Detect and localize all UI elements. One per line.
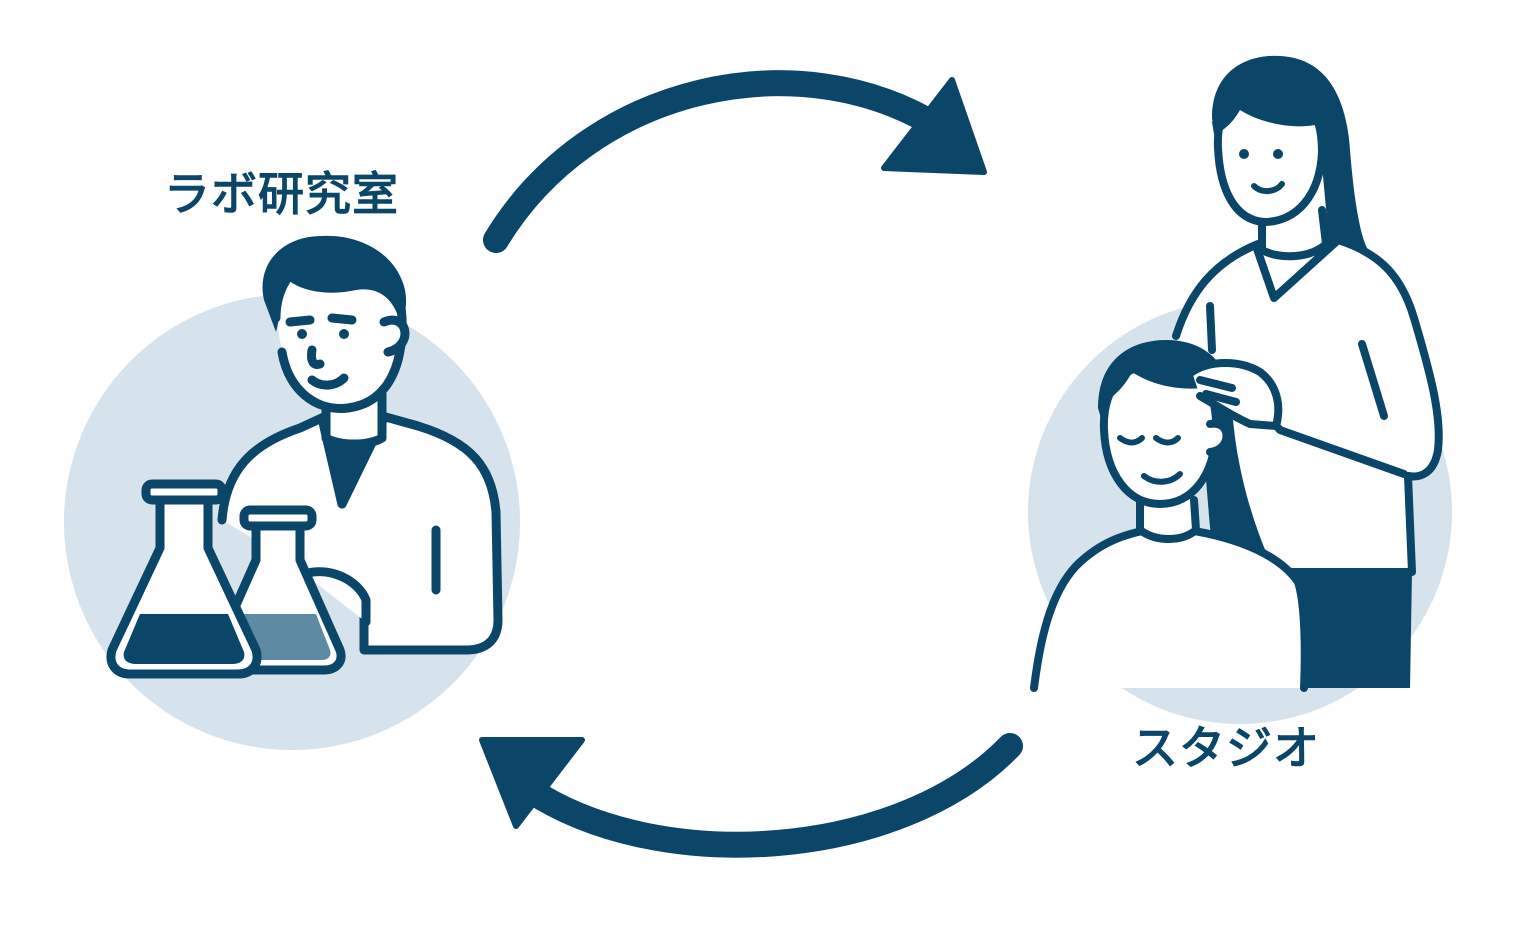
researcher-eye-left [297, 329, 307, 339]
flask-large-icon [106, 479, 262, 679]
researcher-eye-right [339, 329, 349, 339]
cycle-arrow-right-icon [483, 70, 987, 253]
studio-scene [1028, 55, 1452, 724]
lab-label: ラボ研究室 [164, 167, 399, 221]
researcher-hair [262, 235, 407, 332]
stylist-fringe [1212, 85, 1320, 134]
client-eye-right [1153, 435, 1181, 446]
stylist-eye-left [1239, 149, 1249, 159]
client-fringe [1100, 352, 1214, 404]
client-icon [1030, 358, 1309, 692]
researcher-icon [217, 246, 503, 655]
stylist-eye-right [1273, 149, 1283, 159]
stylist-mouth [1251, 181, 1285, 194]
cycle-arrow-left-icon [479, 733, 1023, 858]
lab-scene [64, 235, 520, 750]
client-eye-left [1117, 435, 1145, 446]
stylist-hand [1188, 302, 1283, 430]
studio-label: スタジオ [1132, 721, 1320, 775]
client-mouth [1141, 471, 1183, 485]
